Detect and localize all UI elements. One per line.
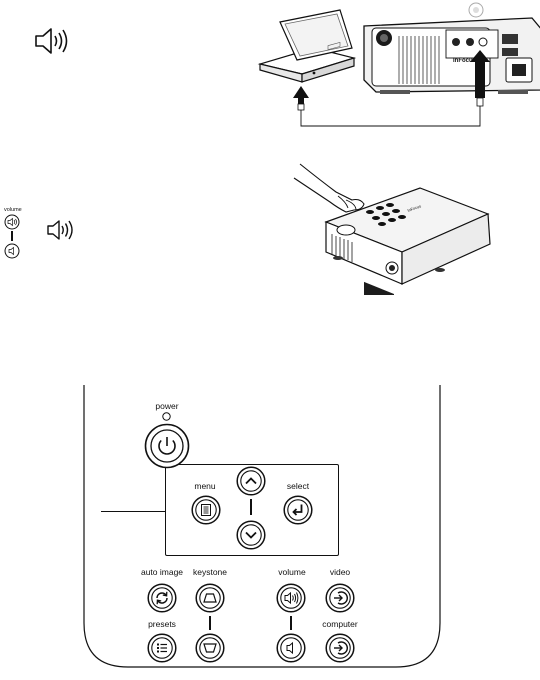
- volume-label: volume: [272, 567, 312, 577]
- keystone-connector: [209, 616, 211, 630]
- projector-with-hand-illustration: InFocus: [290, 160, 500, 295]
- presets-icon: [157, 644, 167, 653]
- presets-button[interactable]: [147, 633, 177, 663]
- computer-button[interactable]: [325, 633, 355, 663]
- select-button[interactable]: [283, 495, 313, 525]
- laptop-icon: [260, 10, 354, 82]
- arrow-up-icon: [293, 86, 309, 104]
- power-indicator-led: [162, 412, 171, 421]
- speaker-icon: [46, 218, 76, 242]
- video-label: video: [320, 567, 360, 577]
- volume-rocker-connector-small: [11, 231, 13, 241]
- keystone-up-button[interactable]: [195, 583, 225, 613]
- presets-label: presets: [142, 619, 182, 629]
- video-button[interactable]: [325, 583, 355, 613]
- menu-label: menu: [188, 481, 222, 491]
- hand-icon: [294, 164, 364, 212]
- volume-connector: [290, 616, 292, 630]
- menu-button[interactable]: [191, 495, 221, 525]
- keystone-down-button[interactable]: [195, 633, 225, 663]
- keystone-label: keystone: [190, 567, 230, 577]
- volume-up-button[interactable]: [276, 583, 306, 613]
- volume-down-button[interactable]: [276, 633, 306, 663]
- callout-leader-line: [101, 511, 165, 512]
- connection-diagram: InFocus: [252, 0, 540, 135]
- projector-brand-label: InFocus: [453, 58, 476, 64]
- down-arrow-button[interactable]: [236, 520, 266, 550]
- up-arrow-button[interactable]: [236, 466, 266, 496]
- power-label: power: [150, 401, 184, 411]
- volume-label-small: volume: [4, 207, 22, 213]
- computer-label: computer: [314, 619, 366, 629]
- projector-icon: [364, 3, 540, 94]
- speaker-icon: [34, 26, 72, 56]
- arrow-connector: [250, 499, 252, 515]
- select-label: select: [281, 481, 315, 491]
- auto-image-label: auto image: [134, 567, 190, 577]
- auto-image-button[interactable]: [147, 583, 177, 613]
- power-button[interactable]: [144, 423, 190, 469]
- volume-down-button-small[interactable]: [4, 243, 20, 259]
- volume-up-button-small[interactable]: [4, 214, 20, 230]
